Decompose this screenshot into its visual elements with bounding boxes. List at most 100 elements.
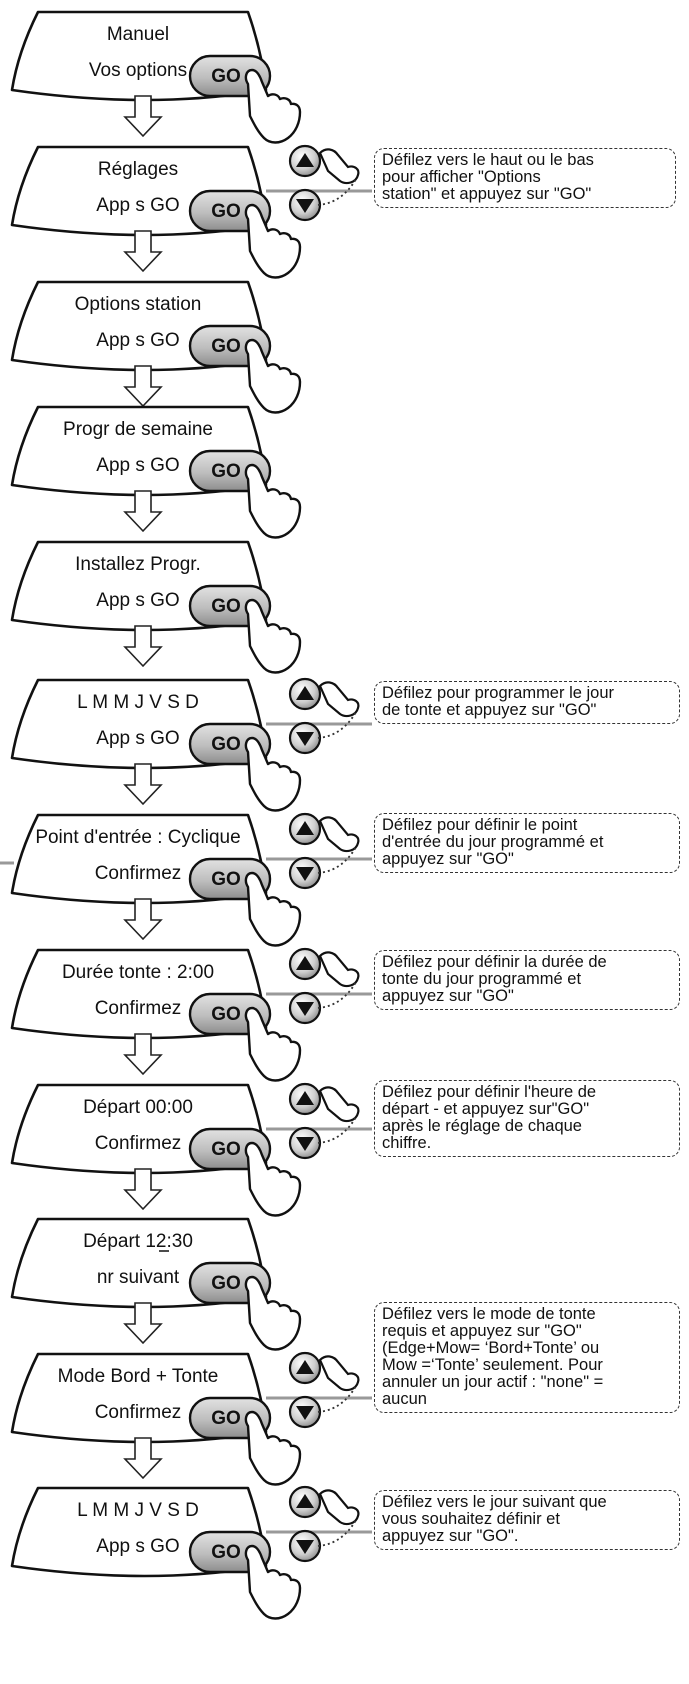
scroll-controls xyxy=(266,1485,372,1563)
flow-arrow-7 xyxy=(123,898,163,941)
display-line-1: L M M J V S D xyxy=(77,692,199,713)
scroll-down-button[interactable] xyxy=(288,188,322,222)
flow-arrow-9 xyxy=(123,1168,163,1211)
display-line-2: App s GO xyxy=(96,1536,179,1557)
step-5: Installez Progr. App s GO GO xyxy=(10,540,302,674)
display-line-2: Confirmez xyxy=(95,1402,182,1423)
up-triangle-icon xyxy=(296,153,314,167)
display-line-2: Vos options xyxy=(89,60,187,81)
scroll-up-button[interactable] xyxy=(288,1082,322,1116)
down-triangle-icon xyxy=(296,1540,314,1554)
scroll-down-button[interactable] xyxy=(288,1126,322,1160)
up-triangle-icon xyxy=(296,686,314,700)
scroll-controls xyxy=(266,1082,372,1160)
scrolling-finger-icon xyxy=(318,681,360,718)
pressing-hand-icon xyxy=(244,871,302,947)
scroll-down-button[interactable] xyxy=(288,1395,322,1429)
flow-arrow-5 xyxy=(123,625,163,668)
flow-arrow-8 xyxy=(123,1033,163,1076)
scroll-up-button[interactable] xyxy=(288,812,322,846)
pressing-hand-icon xyxy=(244,338,302,414)
instruction-note: Défilez vers le jour suivant que vous so… xyxy=(374,1490,680,1550)
instruction-note: Défilez pour définir l'heure de départ -… xyxy=(374,1080,680,1157)
display-line-1: L M M J V S D xyxy=(77,1500,199,1521)
display-line-1: Options station xyxy=(75,294,202,315)
pressing-hand-icon xyxy=(244,1410,302,1486)
display-line-1: Installez Progr. xyxy=(75,554,201,575)
pressing-hand-icon xyxy=(244,1544,302,1620)
flow-arrow-10 xyxy=(123,1302,163,1345)
up-triangle-icon xyxy=(296,1494,314,1508)
go-button-label: GO xyxy=(211,734,241,755)
go-button-label: GO xyxy=(211,1542,241,1563)
instruction-note: Défilez pour définir la durée de tonte d… xyxy=(374,950,680,1010)
flow-arrow-6 xyxy=(123,763,163,806)
go-button-label: GO xyxy=(211,66,241,87)
display-line-2: Confirmez xyxy=(95,863,182,884)
scroll-controls xyxy=(266,1351,372,1429)
pressing-hand-icon xyxy=(244,736,302,812)
display-line-2: Confirmez xyxy=(95,1133,182,1154)
scroll-down-button[interactable] xyxy=(288,721,322,755)
down-triangle-icon xyxy=(296,1137,314,1151)
display-line-2: App s GO xyxy=(96,590,179,611)
scroll-down-button[interactable] xyxy=(288,991,322,1025)
scroll-controls xyxy=(266,144,372,222)
scroll-controls xyxy=(266,947,372,1025)
down-triangle-icon xyxy=(296,199,314,213)
scrolling-finger-icon xyxy=(318,951,360,988)
pressing-hand-icon xyxy=(244,68,302,144)
display-line-2: App s GO xyxy=(96,455,179,476)
scroll-up-button[interactable] xyxy=(288,677,322,711)
pressing-hand-icon xyxy=(244,1275,302,1351)
go-button-label: GO xyxy=(211,1004,241,1025)
go-button-label: GO xyxy=(211,596,241,617)
flow-arrow-3 xyxy=(123,365,163,408)
go-button-label: GO xyxy=(211,461,241,482)
down-triangle-icon xyxy=(296,1002,314,1016)
scrolling-finger-icon xyxy=(318,816,360,853)
scrolling-finger-icon xyxy=(318,1355,360,1392)
scroll-up-button[interactable] xyxy=(288,947,322,981)
up-triangle-icon xyxy=(296,1091,314,1105)
display-line-1: Départ 00:00 xyxy=(83,1097,193,1118)
go-button-label: GO xyxy=(211,336,241,357)
display-line-2: nr suivant xyxy=(97,1267,180,1288)
instruction-note: Défilez pour programmer le jour de tonte… xyxy=(374,681,680,724)
instruction-note: Défilez pour définir le point d'entrée d… xyxy=(374,813,680,873)
scroll-up-button[interactable] xyxy=(288,144,322,178)
scroll-up-button[interactable] xyxy=(288,1485,322,1519)
go-button-label: GO xyxy=(211,1139,241,1160)
flow-arrow-4 xyxy=(123,490,163,533)
scrolling-finger-icon xyxy=(318,148,360,185)
scroll-down-button[interactable] xyxy=(288,856,322,890)
go-button-label: GO xyxy=(211,201,241,222)
display-line-1: Point d'entrée : Cyclique xyxy=(35,827,240,848)
pressing-hand-icon xyxy=(244,463,302,539)
pressing-hand-icon xyxy=(244,1141,302,1217)
scroll-controls xyxy=(266,677,372,755)
pressing-hand-icon xyxy=(244,203,302,279)
pressing-hand-icon xyxy=(244,598,302,674)
display-line-1: Manuel xyxy=(107,24,169,45)
display-line-2: App s GO xyxy=(96,330,179,351)
scrolling-finger-icon xyxy=(318,1086,360,1123)
flow-arrow-1 xyxy=(123,95,163,138)
scroll-up-button[interactable] xyxy=(288,1351,322,1385)
up-triangle-icon xyxy=(296,821,314,835)
display-line-1: Mode Bord + Tonte xyxy=(58,1366,219,1387)
go-button-label: GO xyxy=(211,869,241,890)
scrolling-finger-icon xyxy=(318,1489,360,1526)
scroll-down-button[interactable] xyxy=(288,1529,322,1563)
display-line-1: Réglages xyxy=(98,159,178,180)
go-button-label: GO xyxy=(211,1408,241,1429)
up-triangle-icon xyxy=(296,956,314,970)
